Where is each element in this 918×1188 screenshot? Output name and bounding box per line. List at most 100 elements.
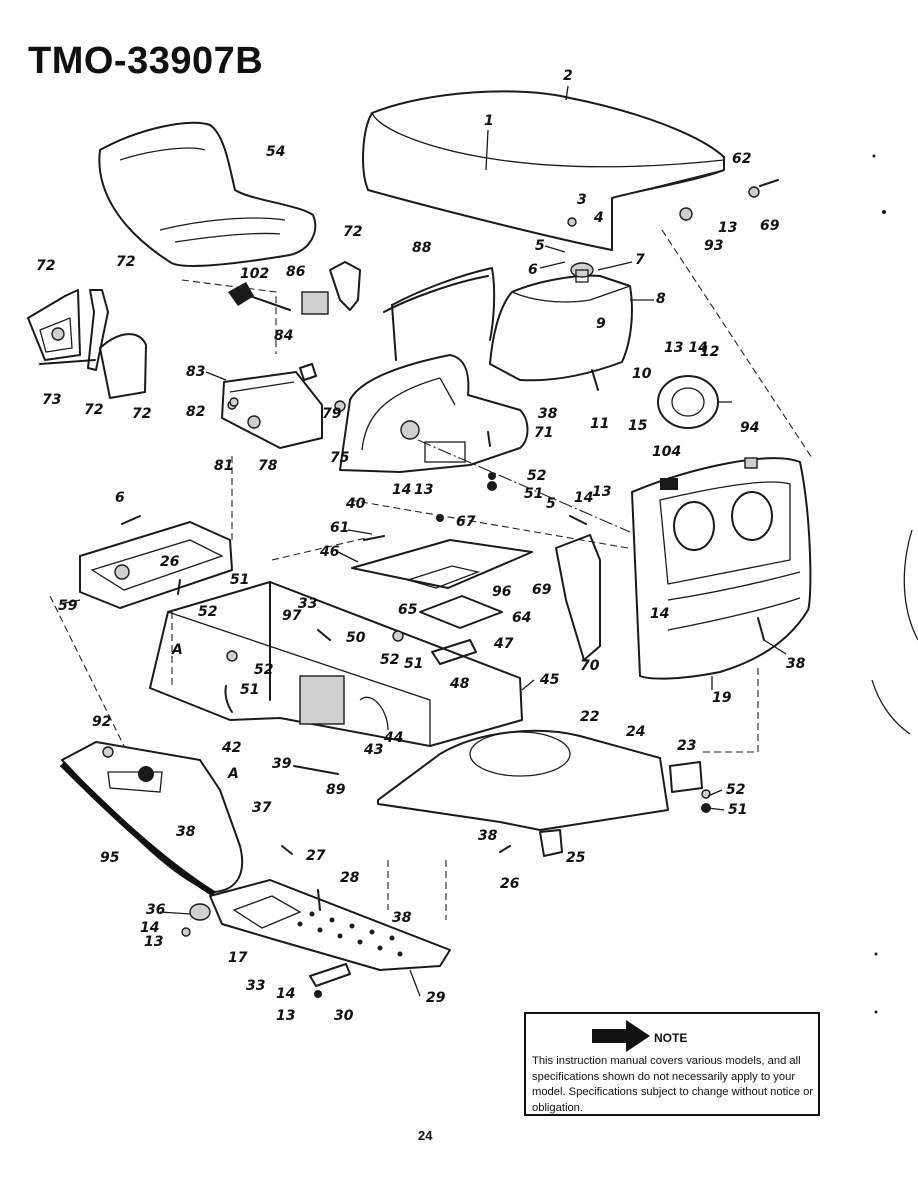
callout-4: 4 [593,210,604,226]
callout-93: 93 [704,238,723,254]
callout-102: 102 [240,266,269,282]
callout-75: 75 [330,450,350,466]
page-number: 24 [418,1128,433,1143]
callout-52: 52 [527,468,546,484]
callout-86: 86 [286,264,306,280]
callout-5: 5 [535,238,545,254]
callout-52: 52 [380,652,399,668]
callout-27: 27 [306,848,326,864]
callout-92: 92 [92,714,111,730]
callout-51: 51 [404,656,423,672]
callout-22: 22 [580,709,599,725]
callout-65: 65 [398,602,418,618]
callout-37: 37 [252,800,272,816]
hardware-fasteners [102,179,779,998]
callout-13: 13 [144,934,163,950]
callout-81: 81 [214,458,233,474]
rear-deck-part [377,729,703,857]
callout-33: 33 [298,596,317,612]
callout-14: 14 [650,606,669,622]
right-arrow-icon [592,1020,650,1052]
callout-88: 88 [412,240,432,256]
callout-46: 46 [319,544,340,560]
hood-part [362,90,725,251]
callout-24: 24 [626,724,645,740]
fender-part [59,741,244,897]
callout-28: 28 [340,870,360,886]
callout-67: 67 [456,514,476,530]
callout-47: 47 [493,636,514,652]
callout-89: 89 [326,782,346,798]
callout-78: 78 [258,458,278,474]
note-text: This instruction manual covers various m… [532,1055,814,1114]
callout-11: 11 [590,416,609,432]
lever-assembly-part [27,261,361,399]
callout-6: 6 [528,262,538,278]
ignition-key-part [228,282,329,381]
callout-72: 72 [84,402,103,418]
callout-a: A [171,642,183,658]
callout-3: 3 [577,192,587,208]
callout-94: 94 [740,420,759,436]
callout-44: 44 [383,730,403,746]
support-plate-part [351,539,533,665]
callout-72: 72 [36,258,55,274]
foot-plate-part [189,879,451,987]
callout-79: 79 [322,406,342,422]
scan-marks [871,154,918,1014]
callout-labels: 1 2 54 62 3 4 13 69 93 5 6 7 8 9 72 72 7… [36,68,806,1024]
callout-26: 26 [160,554,180,570]
callout-17: 17 [228,950,248,966]
callout-52: 52 [254,662,273,678]
callout-10: 10 [632,366,652,382]
callout-13: 13 [718,220,737,236]
callout-51: 51 [230,572,249,588]
callout-14: 14 [276,986,295,1002]
callout-62: 62 [732,151,751,167]
callout-64: 64 [512,610,531,626]
callout-39: 39 [272,756,292,772]
callout-29: 29 [426,990,446,1006]
callout-51: 51 [524,486,543,502]
battery-tray-part [79,521,233,609]
callout-51: 51 [728,802,747,818]
callout-5: 5 [546,496,556,512]
callout-38: 38 [392,910,412,926]
callout-72: 72 [132,406,151,422]
callout-52: 52 [198,604,217,620]
callout-14: 14 [140,920,159,936]
callout-61: 61 [330,520,349,536]
front-grille-part [631,457,812,680]
callout-30: 30 [334,1008,354,1024]
callout-12: 12 [700,344,719,360]
callout-70: 70 [580,658,600,674]
callout-23: 23 [677,738,696,754]
dash-support-part [383,267,496,361]
callout-a: A [227,766,239,782]
callout-38: 38 [786,656,806,672]
callout-13: 13 [276,1008,295,1024]
callout-45: 45 [539,672,560,688]
callout-48: 48 [449,676,470,692]
callout-40: 40 [345,496,366,512]
main-frame-part [149,581,523,747]
callout-97: 97 [282,608,302,624]
callout-38: 38 [478,828,498,844]
callout-95: 95 [100,850,120,866]
side-panel-part [555,534,601,661]
fuel-tank-part [489,262,633,382]
note-box: NOTE This instruction manual covers vari… [524,1012,820,1116]
callout-50: 50 [346,630,366,646]
callout-14: 14 [392,482,411,498]
callout-69: 69 [760,218,780,234]
callout-96: 96 [492,584,512,600]
callout-54: 54 [266,144,285,160]
callout-13: 13 [592,484,611,500]
callout-72: 72 [116,254,135,270]
callout-84: 84 [274,328,293,344]
callout-82: 82 [186,404,205,420]
model-number-title: TMO-33907B [28,40,264,82]
callout-25: 25 [566,850,586,866]
callout-9: 9 [596,316,606,332]
